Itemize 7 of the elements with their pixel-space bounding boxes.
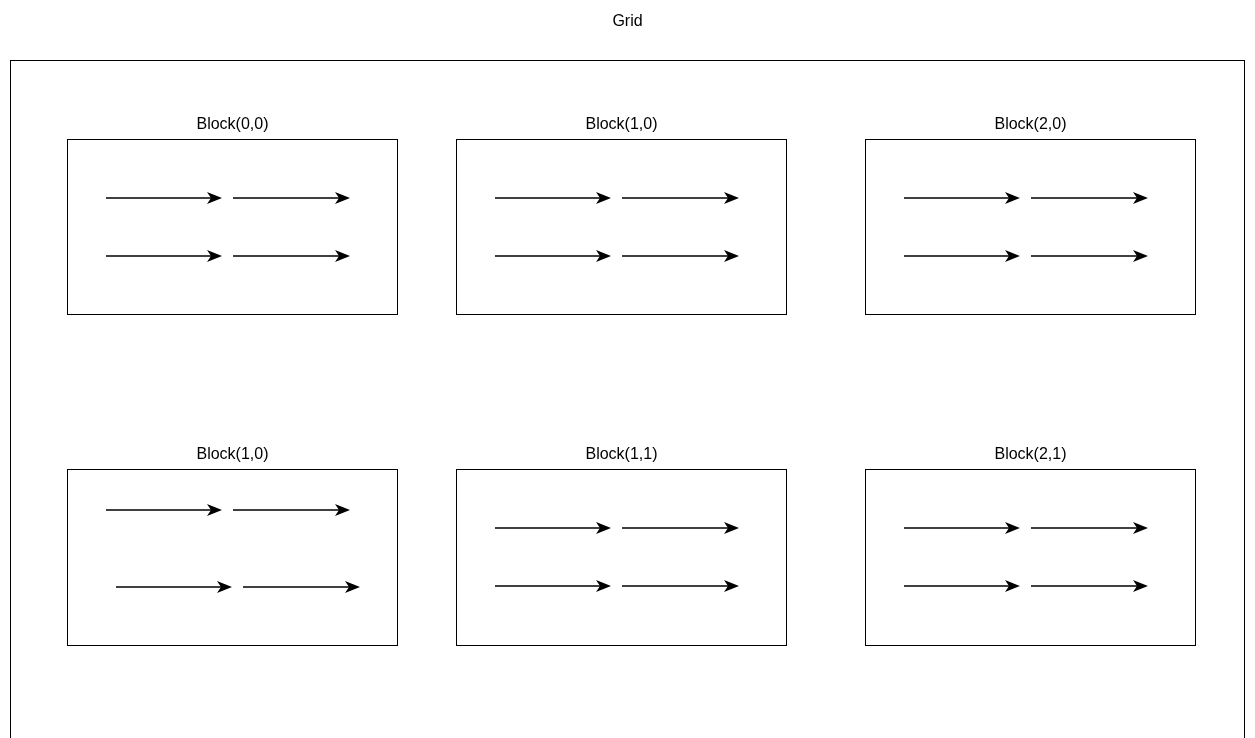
block-title: Block(2,0)	[994, 115, 1067, 132]
block-title: Block(1,0)	[585, 115, 658, 132]
block-title: Block(0,0)	[196, 115, 269, 132]
grid-title: Grid	[612, 12, 643, 29]
block-title: Block(1,0)	[196, 445, 269, 462]
block-title: Block(1,1)	[585, 445, 658, 462]
block-title: Block(2,1)	[994, 445, 1067, 462]
